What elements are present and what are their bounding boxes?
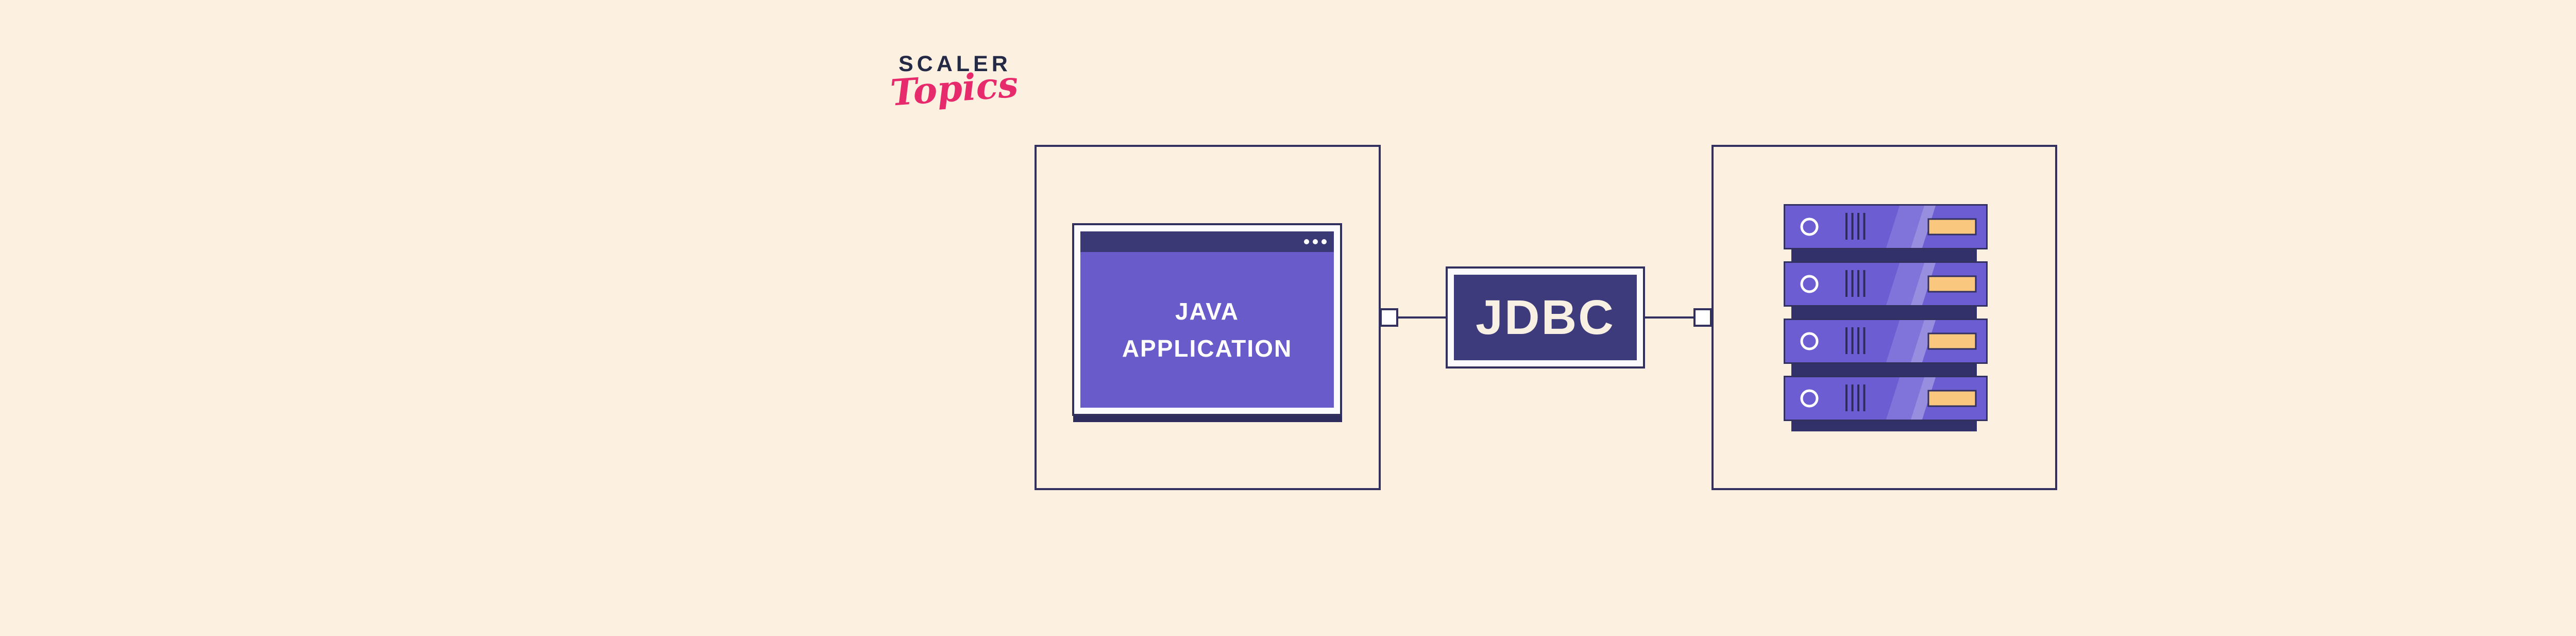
app-window: JAVA APPLICATION	[1072, 223, 1342, 423]
rack-connector	[1791, 362, 1977, 378]
logo-sub-text: Topics	[889, 62, 1020, 114]
dot-icon	[1313, 239, 1318, 244]
connector-left-node	[1380, 308, 1398, 327]
jdbc-label: JDBC	[1476, 290, 1615, 345]
window-frame: JAVA APPLICATION	[1072, 223, 1342, 416]
scaler-topics-logo: SCALER Topics	[889, 49, 1055, 147]
database-outline-box	[1711, 145, 2057, 490]
rack-connector	[1791, 247, 1977, 264]
window-dots-icon	[1304, 239, 1327, 244]
window-label: JAVA APPLICATION	[1122, 293, 1292, 367]
connector-left-line	[1380, 316, 1448, 319]
window-label-line2: APPLICATION	[1122, 335, 1293, 362]
jdbc-inner: JDBC	[1454, 275, 1637, 360]
logo-brand-text: SCALER	[899, 52, 1011, 76]
window-label-line1: JAVA	[1175, 298, 1239, 325]
connector-right-node	[1693, 308, 1712, 327]
rack-connector	[1791, 305, 1977, 321]
window-content: JAVA APPLICATION	[1080, 231, 1334, 408]
connector-right-line	[1643, 316, 1696, 319]
window-titlebar	[1080, 231, 1334, 252]
window-shadow	[1073, 415, 1342, 422]
jdbc-box: JDBC	[1446, 266, 1645, 369]
window-body: JAVA APPLICATION	[1080, 252, 1334, 408]
dot-icon	[1304, 239, 1309, 244]
dot-icon	[1321, 239, 1327, 244]
server-stack-icon	[1784, 204, 1988, 431]
